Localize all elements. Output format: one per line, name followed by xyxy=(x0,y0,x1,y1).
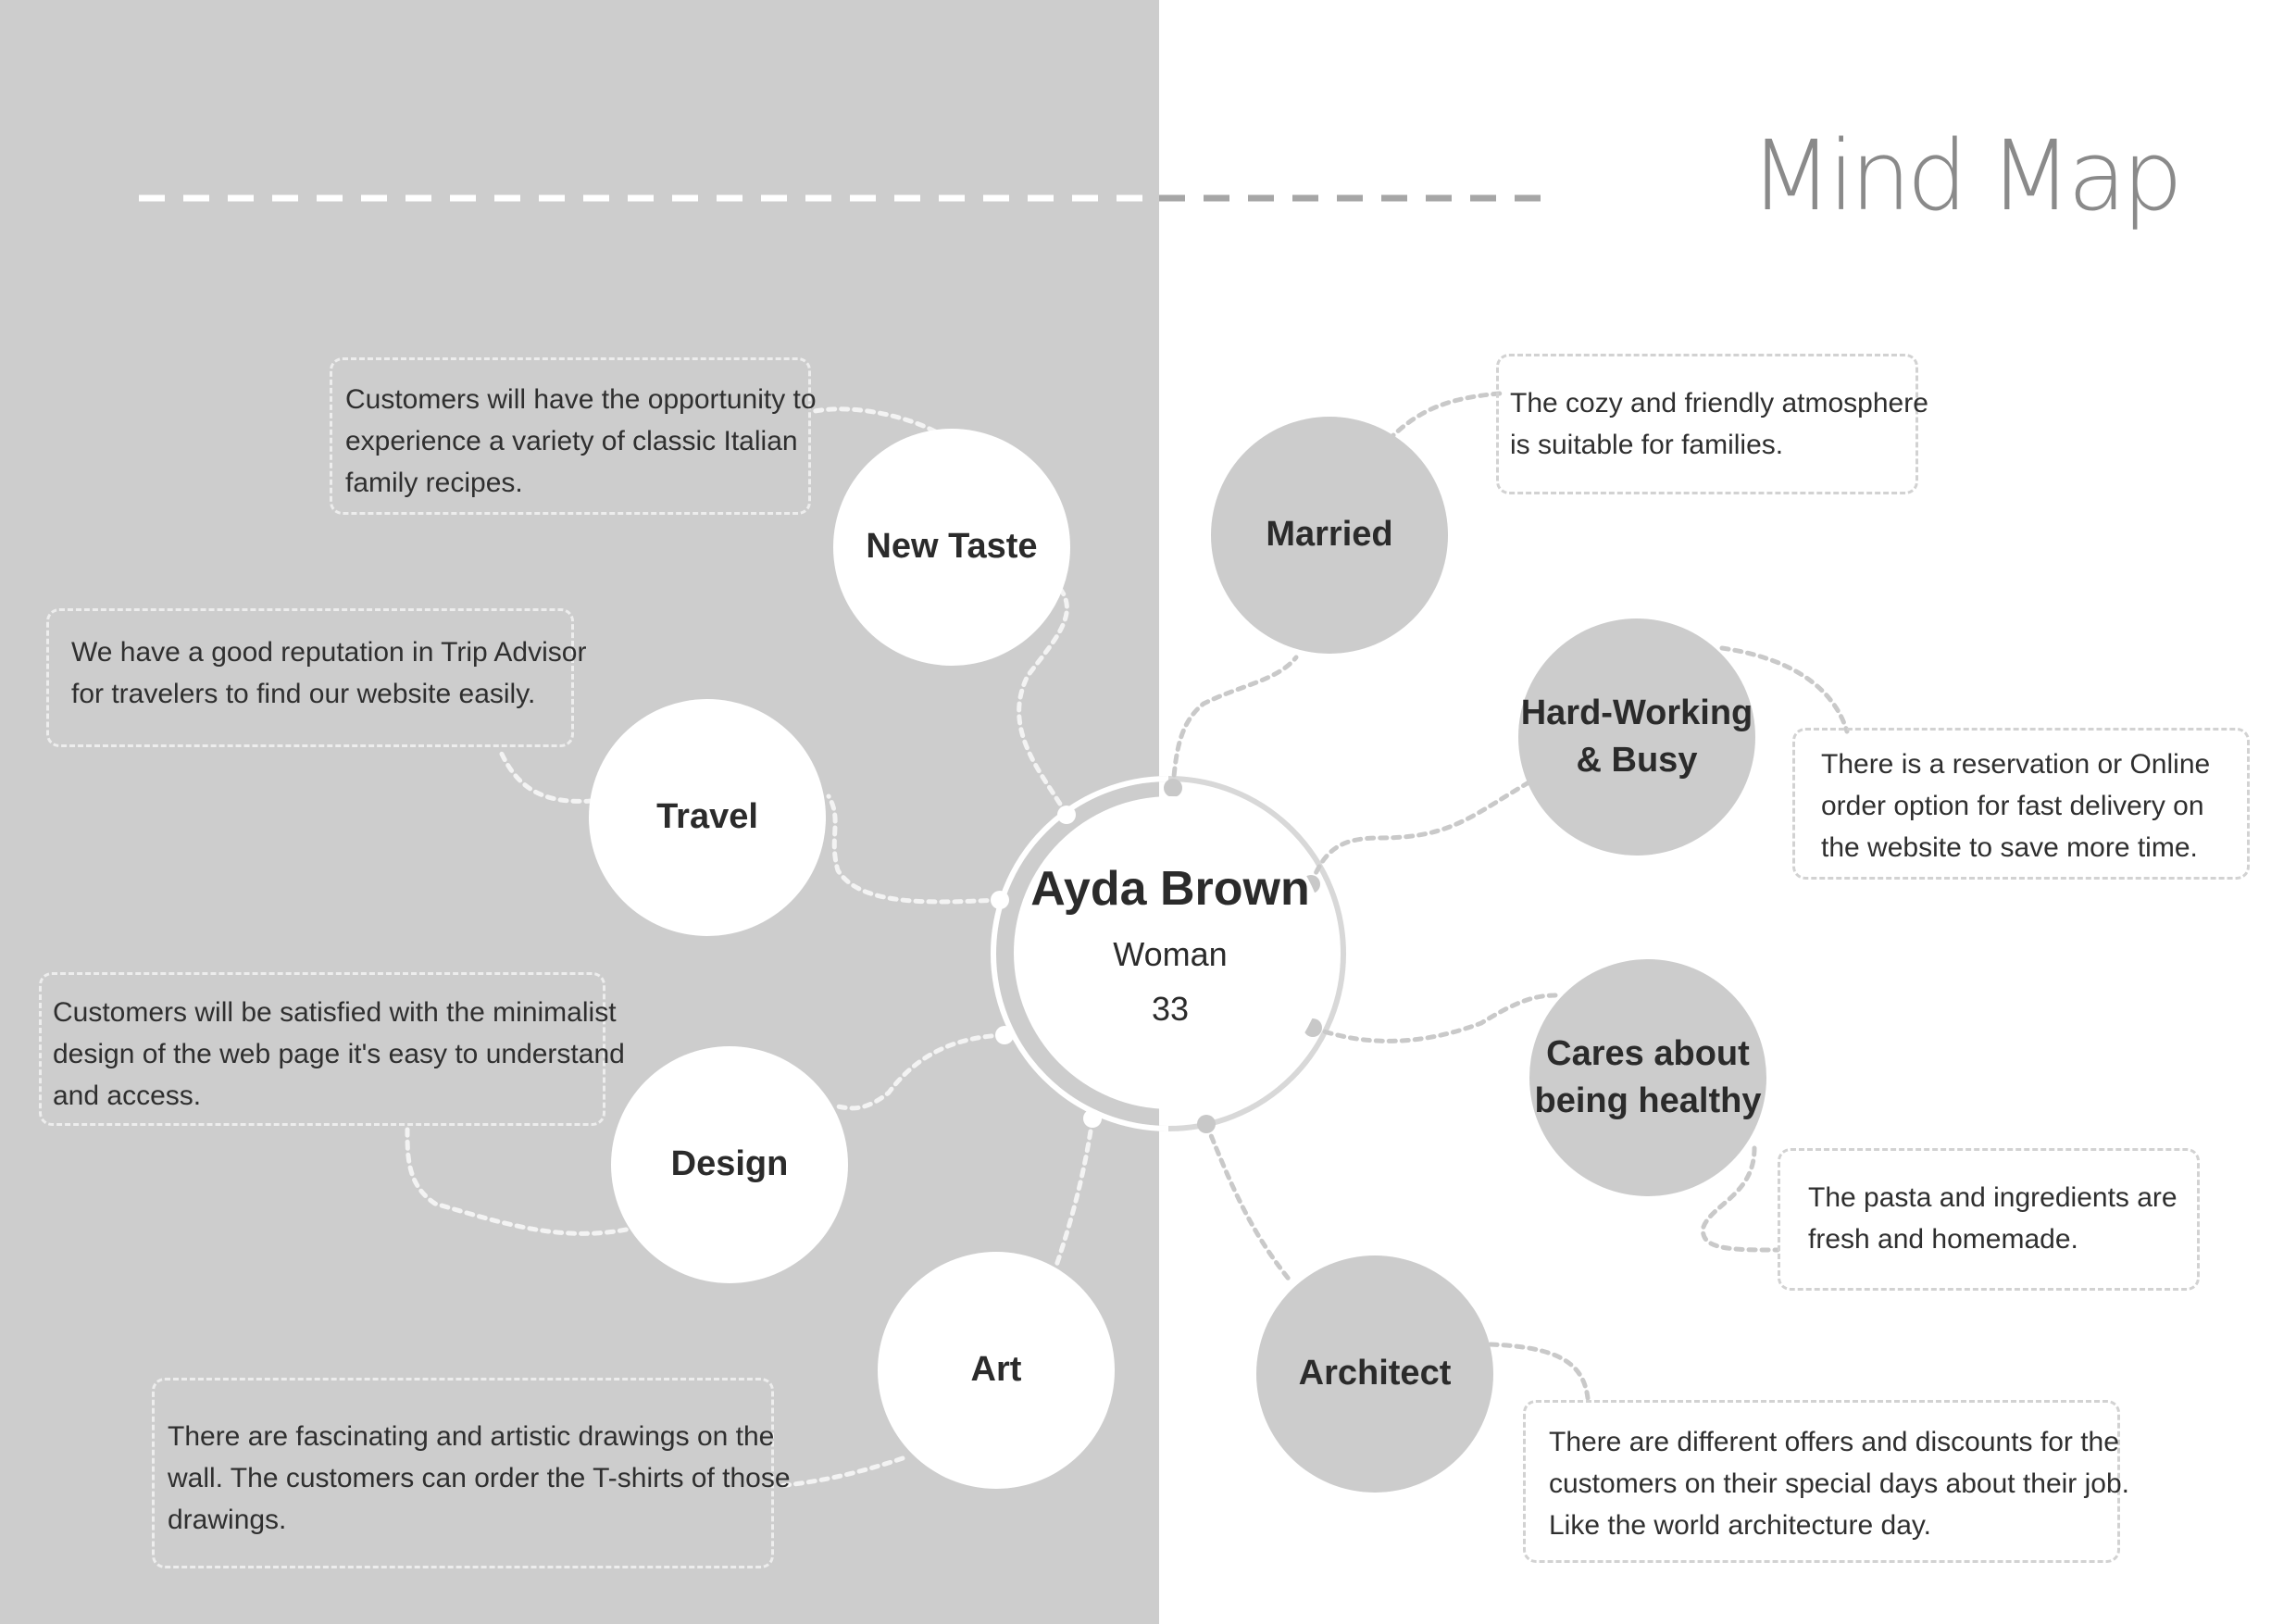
note-architect: There are different offers and discounts… xyxy=(1523,1400,2129,1563)
connector-married-center xyxy=(1170,655,1299,791)
connector-healthy-note xyxy=(1701,1145,1780,1253)
center-ring-left-arc xyxy=(991,776,1169,1131)
topic-label: Married xyxy=(1266,515,1393,555)
connector-newtaste-center xyxy=(1017,581,1069,818)
topic-label: Travel xyxy=(656,797,758,837)
note-line: for travelers to find our website easily… xyxy=(71,679,536,709)
topic-design: Design xyxy=(611,1046,848,1283)
connector-design-note xyxy=(405,1127,642,1236)
note-married: The cozy and friendly atmosphere is suit… xyxy=(1496,354,1928,494)
topic-label: Design xyxy=(670,1144,789,1184)
note-hard-working-busy: There is a reservation or Online order o… xyxy=(1792,728,2250,880)
note-line: Customers will be satisfied with the min… xyxy=(53,997,617,1028)
note-cares-about-healthy: The pasta and ingredients are fresh and … xyxy=(1778,1148,2200,1291)
connector-travel-center xyxy=(826,793,1003,905)
topic-married: Married xyxy=(1211,417,1448,654)
persona-age: 33 xyxy=(1151,990,1190,1029)
topic-travel: Travel xyxy=(589,699,826,936)
note-art: There are fascinating and artistic drawi… xyxy=(152,1378,791,1568)
connector-art-center xyxy=(1053,1116,1095,1271)
note-line: drawings. xyxy=(168,1505,287,1535)
note-line: order option for fast delivery on xyxy=(1821,791,2204,821)
connector-architect-center xyxy=(1204,1121,1294,1285)
page-title: Mind Map xyxy=(1749,119,2183,232)
note-line: is suitable for families. xyxy=(1510,430,1784,460)
topic-label-line: & Busy xyxy=(1576,741,1698,780)
note-line: and access. xyxy=(53,1081,202,1111)
persona-gender: Woman xyxy=(1113,935,1228,973)
topic-label: Art xyxy=(970,1350,1022,1390)
topic-art: Art xyxy=(878,1252,1115,1489)
persona-name: Ayda Brown xyxy=(1030,861,1310,916)
note-line: family recipes. xyxy=(345,468,523,498)
connector-design-center xyxy=(835,1032,1007,1111)
central-persona-node: Ayda Brown Woman 33 xyxy=(1014,796,1327,1109)
note-line: There are different offers and discounts… xyxy=(1549,1427,2119,1457)
note-line: customers on their special days about th… xyxy=(1549,1468,2129,1499)
note-line: The cozy and friendly atmosphere xyxy=(1510,388,1928,418)
note-line: wall. The customers can order the T-shir… xyxy=(168,1463,791,1493)
topic-label: New Taste xyxy=(866,527,1038,567)
note-line: Like the world architecture day. xyxy=(1549,1510,1931,1541)
note-travel: We have a good reputation in Trip Adviso… xyxy=(46,608,587,747)
topic-label: Architect xyxy=(1298,1354,1452,1393)
note-new-taste: Customers will have the opportunity to e… xyxy=(330,357,817,515)
note-design: Customers will be satisfied with the min… xyxy=(39,972,625,1126)
connector-healthy-center xyxy=(1310,993,1558,1043)
note-line: The pasta and ingredients are xyxy=(1808,1182,2177,1213)
connector-newtaste-note xyxy=(807,406,938,434)
connector-travel-note xyxy=(497,747,595,804)
note-line: Customers will have the opportunity to xyxy=(345,384,817,415)
note-line: There is a reservation or Online xyxy=(1821,749,2211,780)
note-line: We have a good reputation in Trip Adviso… xyxy=(71,637,587,668)
note-line: There are fascinating and artistic drawi… xyxy=(168,1421,775,1452)
topic-architect: Architect xyxy=(1256,1255,1493,1493)
connector-married-note xyxy=(1386,391,1503,443)
topic-cares-about-healthy: Cares about being healthy xyxy=(1529,959,1766,1196)
topic-label-line: Cares about xyxy=(1546,1033,1750,1073)
topic-label-line: Hard-Working xyxy=(1520,693,1753,732)
note-line: experience a variety of classic Italian xyxy=(345,426,798,456)
topic-new-taste: New Taste xyxy=(833,429,1070,666)
note-line: fresh and homemade. xyxy=(1808,1224,2078,1255)
connector-architect-note xyxy=(1488,1342,1591,1401)
note-line: the website to save more time. xyxy=(1821,832,2198,863)
topic-label-line: being healthy xyxy=(1534,1081,1762,1120)
connector-art-note xyxy=(775,1455,905,1489)
topic-hard-working-busy: Hard-Working & Busy xyxy=(1518,618,1755,856)
connector-hardworking-center xyxy=(1308,775,1540,887)
note-line: design of the web page it's easy to unde… xyxy=(53,1039,625,1069)
connector-hardworking-note xyxy=(1719,645,1850,734)
